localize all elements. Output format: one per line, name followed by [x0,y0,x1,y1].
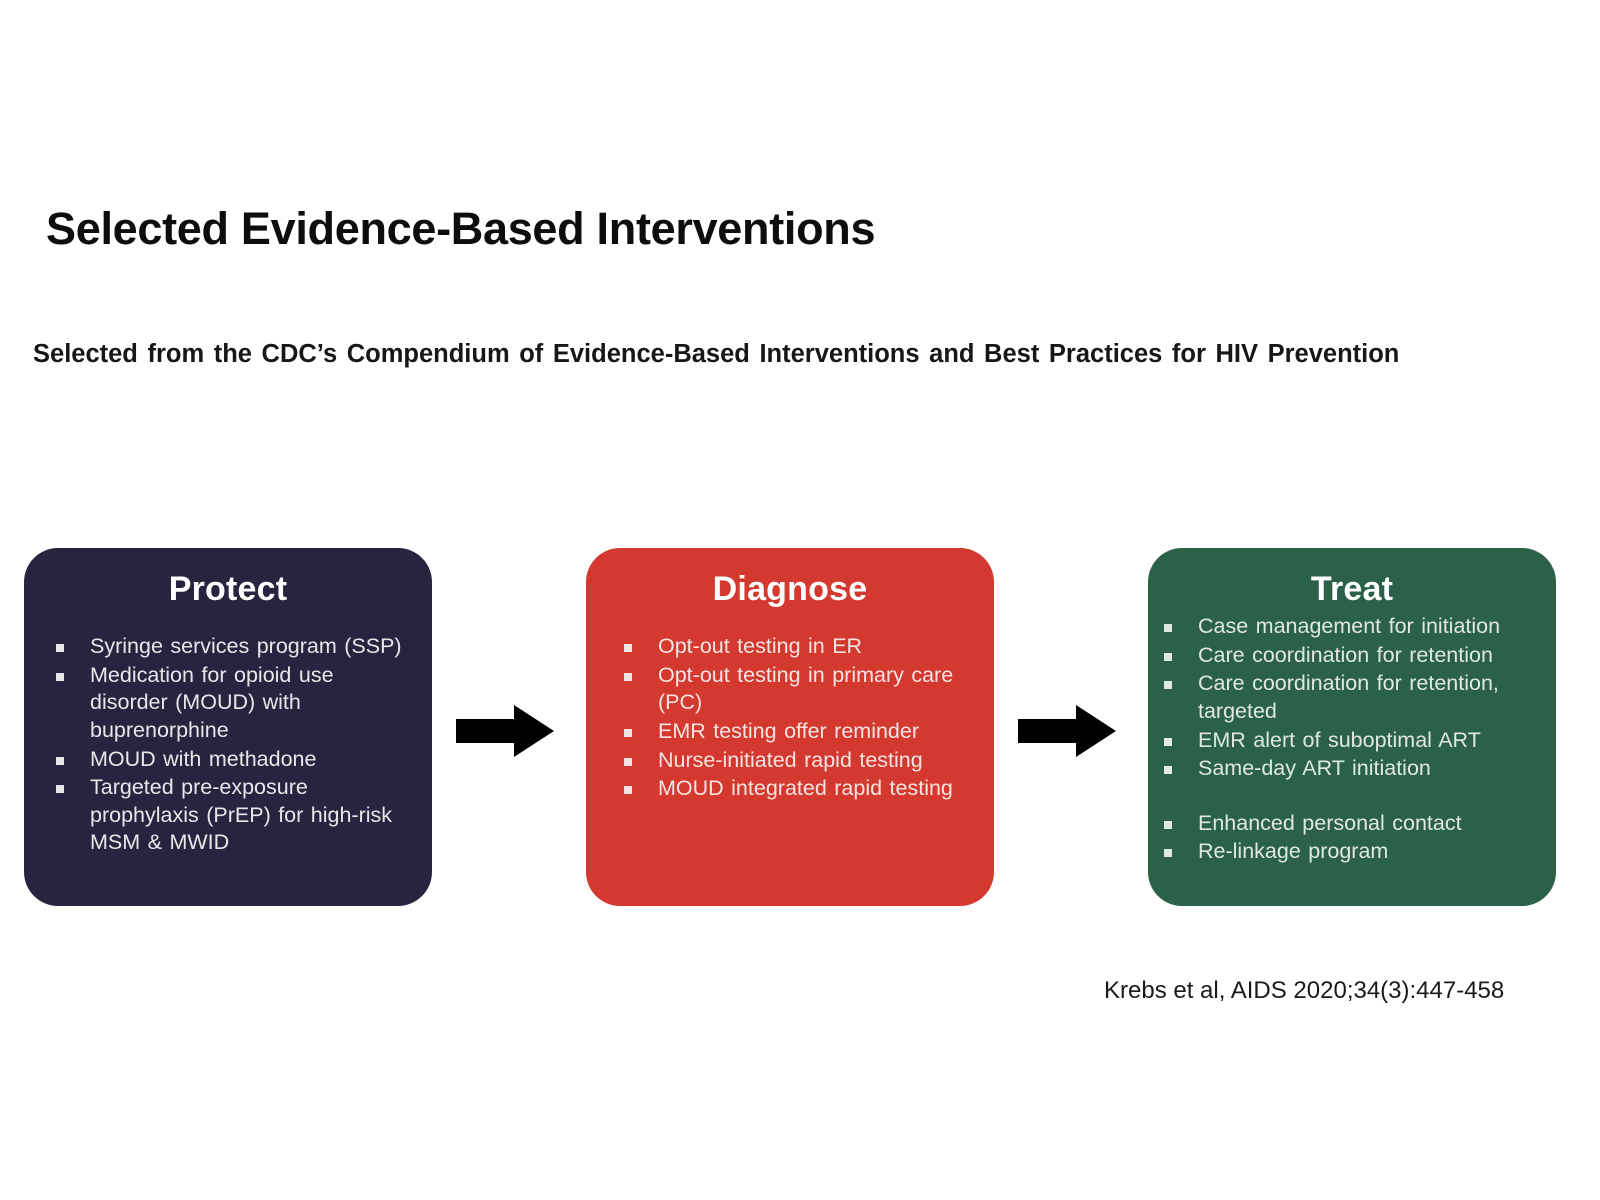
list-item: Enhanced personal contact [1162,810,1542,838]
list-item: EMR alert of suboptimal ART [1162,727,1542,755]
stage-title-treat: Treat [1310,570,1394,608]
right-arrow-icon [1018,703,1116,759]
list-item: MOUD with methadone [54,746,418,774]
citation-text: Krebs et al, AIDS 2020;34(3):447-458 [1104,977,1505,1004]
list-item: MOUD integrated rapid testing [622,775,980,803]
list-item: Care coordination for retention, targete… [1162,670,1542,725]
arrow-protect-to-diagnose [456,703,554,759]
intervention-flow-diagram: Protect Syringe services program (SSP) M… [0,548,1600,910]
list-spacer [1162,784,1542,810]
stage-card-diagnose: Diagnose Opt-out testing in ER Opt-out t… [586,548,994,906]
stage-card-treat: Treat Case management for initiation Car… [1148,548,1556,906]
arrow-diagnose-to-treat [1018,703,1116,759]
right-arrow-icon [456,703,554,759]
stage-bullet-list-protect: Syringe services program (SSP) Medicatio… [24,609,432,857]
list-item: Same-day ART initiation [1162,755,1542,783]
list-item: Opt-out testing in ER [622,633,980,661]
stage-title-protect: Protect [168,570,288,608]
list-item: Syringe services program (SSP) [54,633,418,661]
stage-bullet-list-diagnose: Opt-out testing in ER Opt-out testing in… [586,609,994,803]
stage-card-protect: Protect Syringe services program (SSP) M… [24,548,432,906]
page-subtitle: Selected from the CDC’s Compendium of Ev… [33,340,1400,368]
list-item: EMR testing offer reminder [622,718,980,746]
stage-title-diagnose: Diagnose [712,570,868,608]
list-item: Re-linkage program [1162,838,1542,866]
list-item: Opt-out testing in primary care (PC) [622,662,980,717]
list-item: Care coordination for retention [1162,642,1542,670]
list-item: Targeted pre-exposure prophylaxis (PrEP)… [54,774,418,857]
list-item: Case management for initiation [1162,613,1542,641]
stage-bullet-list-treat: Case management for initiation Care coor… [1148,609,1556,866]
list-item: Medication for opioid use disorder (MOUD… [54,662,418,745]
page-title: Selected Evidence-Based Interventions [46,203,876,254]
list-item: Nurse-initiated rapid testing [622,747,980,775]
